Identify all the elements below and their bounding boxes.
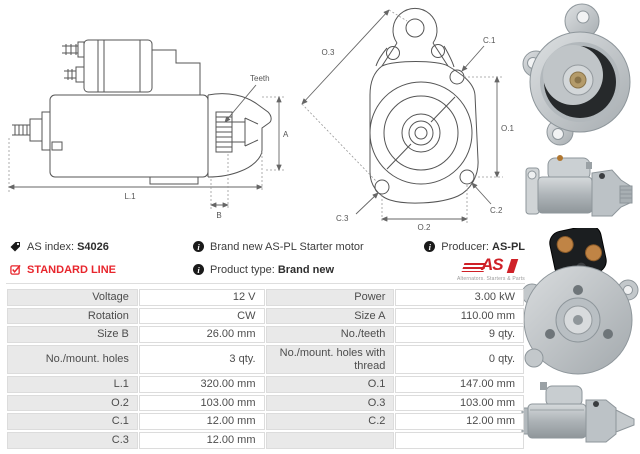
spec-value-cell: 12.00 mm [138, 432, 265, 449]
spec-value-cell: 103.00 mm [138, 394, 265, 412]
logo-bar [506, 259, 519, 273]
spec-value-cell: 3 qty. [138, 344, 265, 375]
spec-row: Size B 26.00 mm No./teeth 9 qty. [7, 326, 524, 343]
spec-label-cell: L.1 [7, 376, 138, 393]
spec-label-cell: O.2 [7, 394, 138, 412]
as-index-label: AS index: [27, 240, 75, 253]
product-type-value: Brand new [277, 263, 335, 276]
logo-tagline: Alternators. Starters & Parts [456, 276, 525, 282]
spec-label-cell: C.3 [7, 432, 138, 449]
product-info-section: AS index: S4026 STANDARD LINE i Brand ne… [6, 240, 525, 282]
checkbox-checked-icon [10, 264, 21, 275]
spec-label-cell: Voltage [7, 289, 138, 306]
spec-row: O.2 103.00 mm O.3 103.00 mm [7, 394, 524, 412]
spec-row: No./mount. holes 3 qty. No./mount. holes… [7, 344, 524, 375]
technical-drawing-front-view: O.3 C.1 O.1 C.2 C.3 O.2 [290, 0, 520, 232]
dim-label-l1: L.1 [124, 192, 136, 201]
spec-value-cell: 147.00 mm [395, 376, 524, 393]
spec-row: Voltage 12 V Power 3.00 kW [7, 289, 524, 306]
dim-label-c3: C.3 [336, 214, 349, 223]
spec-value-cell: 110.00 mm [395, 307, 524, 325]
dim-label-o2: O.2 [418, 223, 431, 232]
spec-row: C.3 12.00 mm [7, 432, 524, 449]
spec-value-cell: 103.00 mm [395, 394, 524, 412]
spec-row: L.1 320.00 mm O.1 147.00 mm [7, 376, 524, 393]
spec-value-cell: 320.00 mm [138, 376, 265, 393]
product-photo-side-2 [521, 382, 635, 443]
tag-icon [10, 242, 20, 252]
spec-value-cell: CW [138, 307, 265, 325]
info-icon: i [424, 241, 436, 252]
product-description: Brand new AS-PL Starter motor [210, 240, 364, 253]
spec-label-cell: No./mount. holes with thread [265, 344, 395, 375]
technical-drawing-side-view: A L.1 B Teeth [0, 0, 290, 232]
spec-value-cell: 12.00 mm [138, 413, 265, 431]
spec-table: Voltage 12 V Power 3.00 kW Rotation CW S… [6, 287, 525, 451]
product-type-row: i Product type: Brand new [193, 263, 364, 276]
spec-label-cell: No./mount. holes [7, 344, 138, 375]
info-icon: i [193, 241, 204, 252]
as-index-row: AS index: S4026 [10, 240, 116, 253]
product-type-label: Product type: [210, 263, 275, 276]
spec-value-cell: 12 V [138, 289, 265, 306]
spec-label-cell: Rotation [7, 307, 138, 325]
as-pl-logo: AS Alternators. Starters & Parts [456, 255, 525, 282]
spec-value-cell: 26.00 mm [138, 326, 265, 343]
description-row: i Brand new AS-PL Starter motor [193, 240, 364, 253]
as-index-value: S4026 [77, 240, 109, 253]
spec-label-cell: O.1 [265, 376, 395, 393]
section-divider [6, 283, 525, 284]
spec-row: Rotation CW Size A 110.00 mm [7, 307, 524, 325]
spec-row: C.1 12.00 mm C.2 12.00 mm [7, 413, 524, 431]
product-photo-side-1 [525, 155, 633, 217]
producer-value: AS-PL [492, 240, 525, 253]
spec-label-cell: C.1 [7, 413, 138, 431]
spec-value-cell [395, 432, 524, 449]
spec-label-cell: Power [265, 289, 395, 306]
spec-value-cell: 0 qty. [395, 344, 524, 375]
spec-label-cell: O.3 [265, 394, 395, 412]
product-photo-rear [521, 228, 639, 375]
standard-line-label: STANDARD LINE [27, 263, 117, 276]
spec-label-cell: Size A [265, 307, 395, 325]
dim-label-o3: O.3 [322, 48, 335, 57]
spec-value-cell: 9 qty. [395, 326, 524, 343]
info-icon: i [193, 264, 204, 275]
dim-label-teeth: Teeth [250, 74, 270, 83]
spec-label-cell: Size B [7, 326, 138, 343]
producer-row: i Producer: AS-PL [424, 240, 525, 253]
producer-label: Producer: [441, 240, 489, 253]
spec-label-cell: C.2 [265, 413, 395, 431]
product-photo-front [522, 3, 631, 146]
spec-label-cell [265, 432, 395, 449]
dim-label-c1: C.1 [483, 36, 496, 45]
spec-label-cell: No./teeth [265, 326, 395, 343]
dim-label-c2: C.2 [490, 206, 503, 215]
dim-label-b: B [216, 211, 221, 220]
spec-value-cell: 12.00 mm [395, 413, 524, 431]
product-photo-column [520, 0, 640, 454]
spec-value-cell: 3.00 kW [395, 289, 524, 306]
dim-label-o1: O.1 [501, 124, 514, 133]
standard-line-row: STANDARD LINE [10, 263, 116, 276]
logo-text: AS [480, 255, 504, 274]
dim-label-a: A [283, 130, 289, 139]
